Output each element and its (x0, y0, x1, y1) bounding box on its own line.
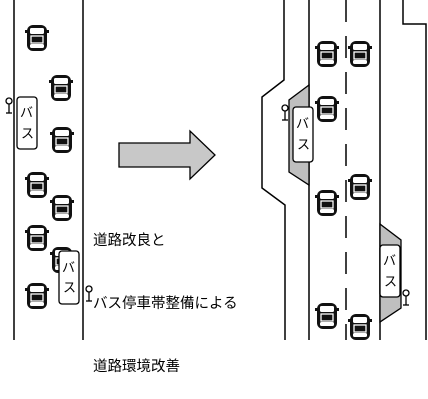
before-bus-1: バ ス (16, 96, 38, 150)
bus-label-char: ス (21, 127, 34, 142)
bus-icon (379, 244, 401, 298)
road-edge-outer-left (261, 0, 286, 340)
bus-icon (58, 250, 80, 305)
car-icon (24, 282, 50, 310)
car-icon (314, 189, 340, 217)
caption: 道路改良と バス停車帯整備による 道路環境改善 (93, 189, 283, 399)
bus-label-char: ス (63, 281, 76, 296)
car-icon (314, 95, 340, 123)
car-icon (314, 40, 340, 68)
car-icon (24, 24, 50, 52)
road-edge-outer-right (402, 0, 427, 340)
road-improvement-diagram: バ ス バ ス バ ス バ ス (5, 0, 427, 341)
bus-label-char: バ (296, 117, 309, 132)
after-bus-1: バ ス (292, 106, 314, 163)
car-icon (49, 126, 75, 154)
car-icon (49, 194, 75, 222)
bus-stop-icon (402, 289, 410, 306)
caption-line: 道路改良と (93, 233, 166, 249)
bus-stop-icon (85, 285, 93, 302)
car-icon (24, 224, 50, 252)
after-bus-2: バ ス (379, 244, 401, 298)
car-icon (48, 74, 74, 102)
before-road (13, 0, 84, 340)
after-road (261, 0, 427, 340)
before-bus-2: バ ス (58, 250, 80, 305)
car-icon (314, 302, 340, 330)
car-icon (347, 313, 373, 341)
car-icon (347, 173, 373, 201)
bus-label-char: バ (383, 254, 396, 269)
bus-icon (292, 106, 314, 163)
right-arrow-icon (118, 129, 216, 181)
after-cars (314, 40, 373, 341)
bus-label-char: バ (20, 106, 33, 121)
car-icon (347, 40, 373, 68)
bus-label-char: ス (384, 275, 397, 290)
bus-stop-icon (281, 104, 289, 121)
bus-label-char: バ (62, 261, 75, 276)
bus-icon (16, 96, 38, 150)
caption-line: 道路環境改善 (93, 359, 180, 375)
caption-line: バス停車帯整備による (93, 296, 238, 312)
bus-label-char: ス (297, 138, 310, 153)
car-icon (24, 171, 50, 199)
bus-stop-icon (5, 97, 13, 114)
